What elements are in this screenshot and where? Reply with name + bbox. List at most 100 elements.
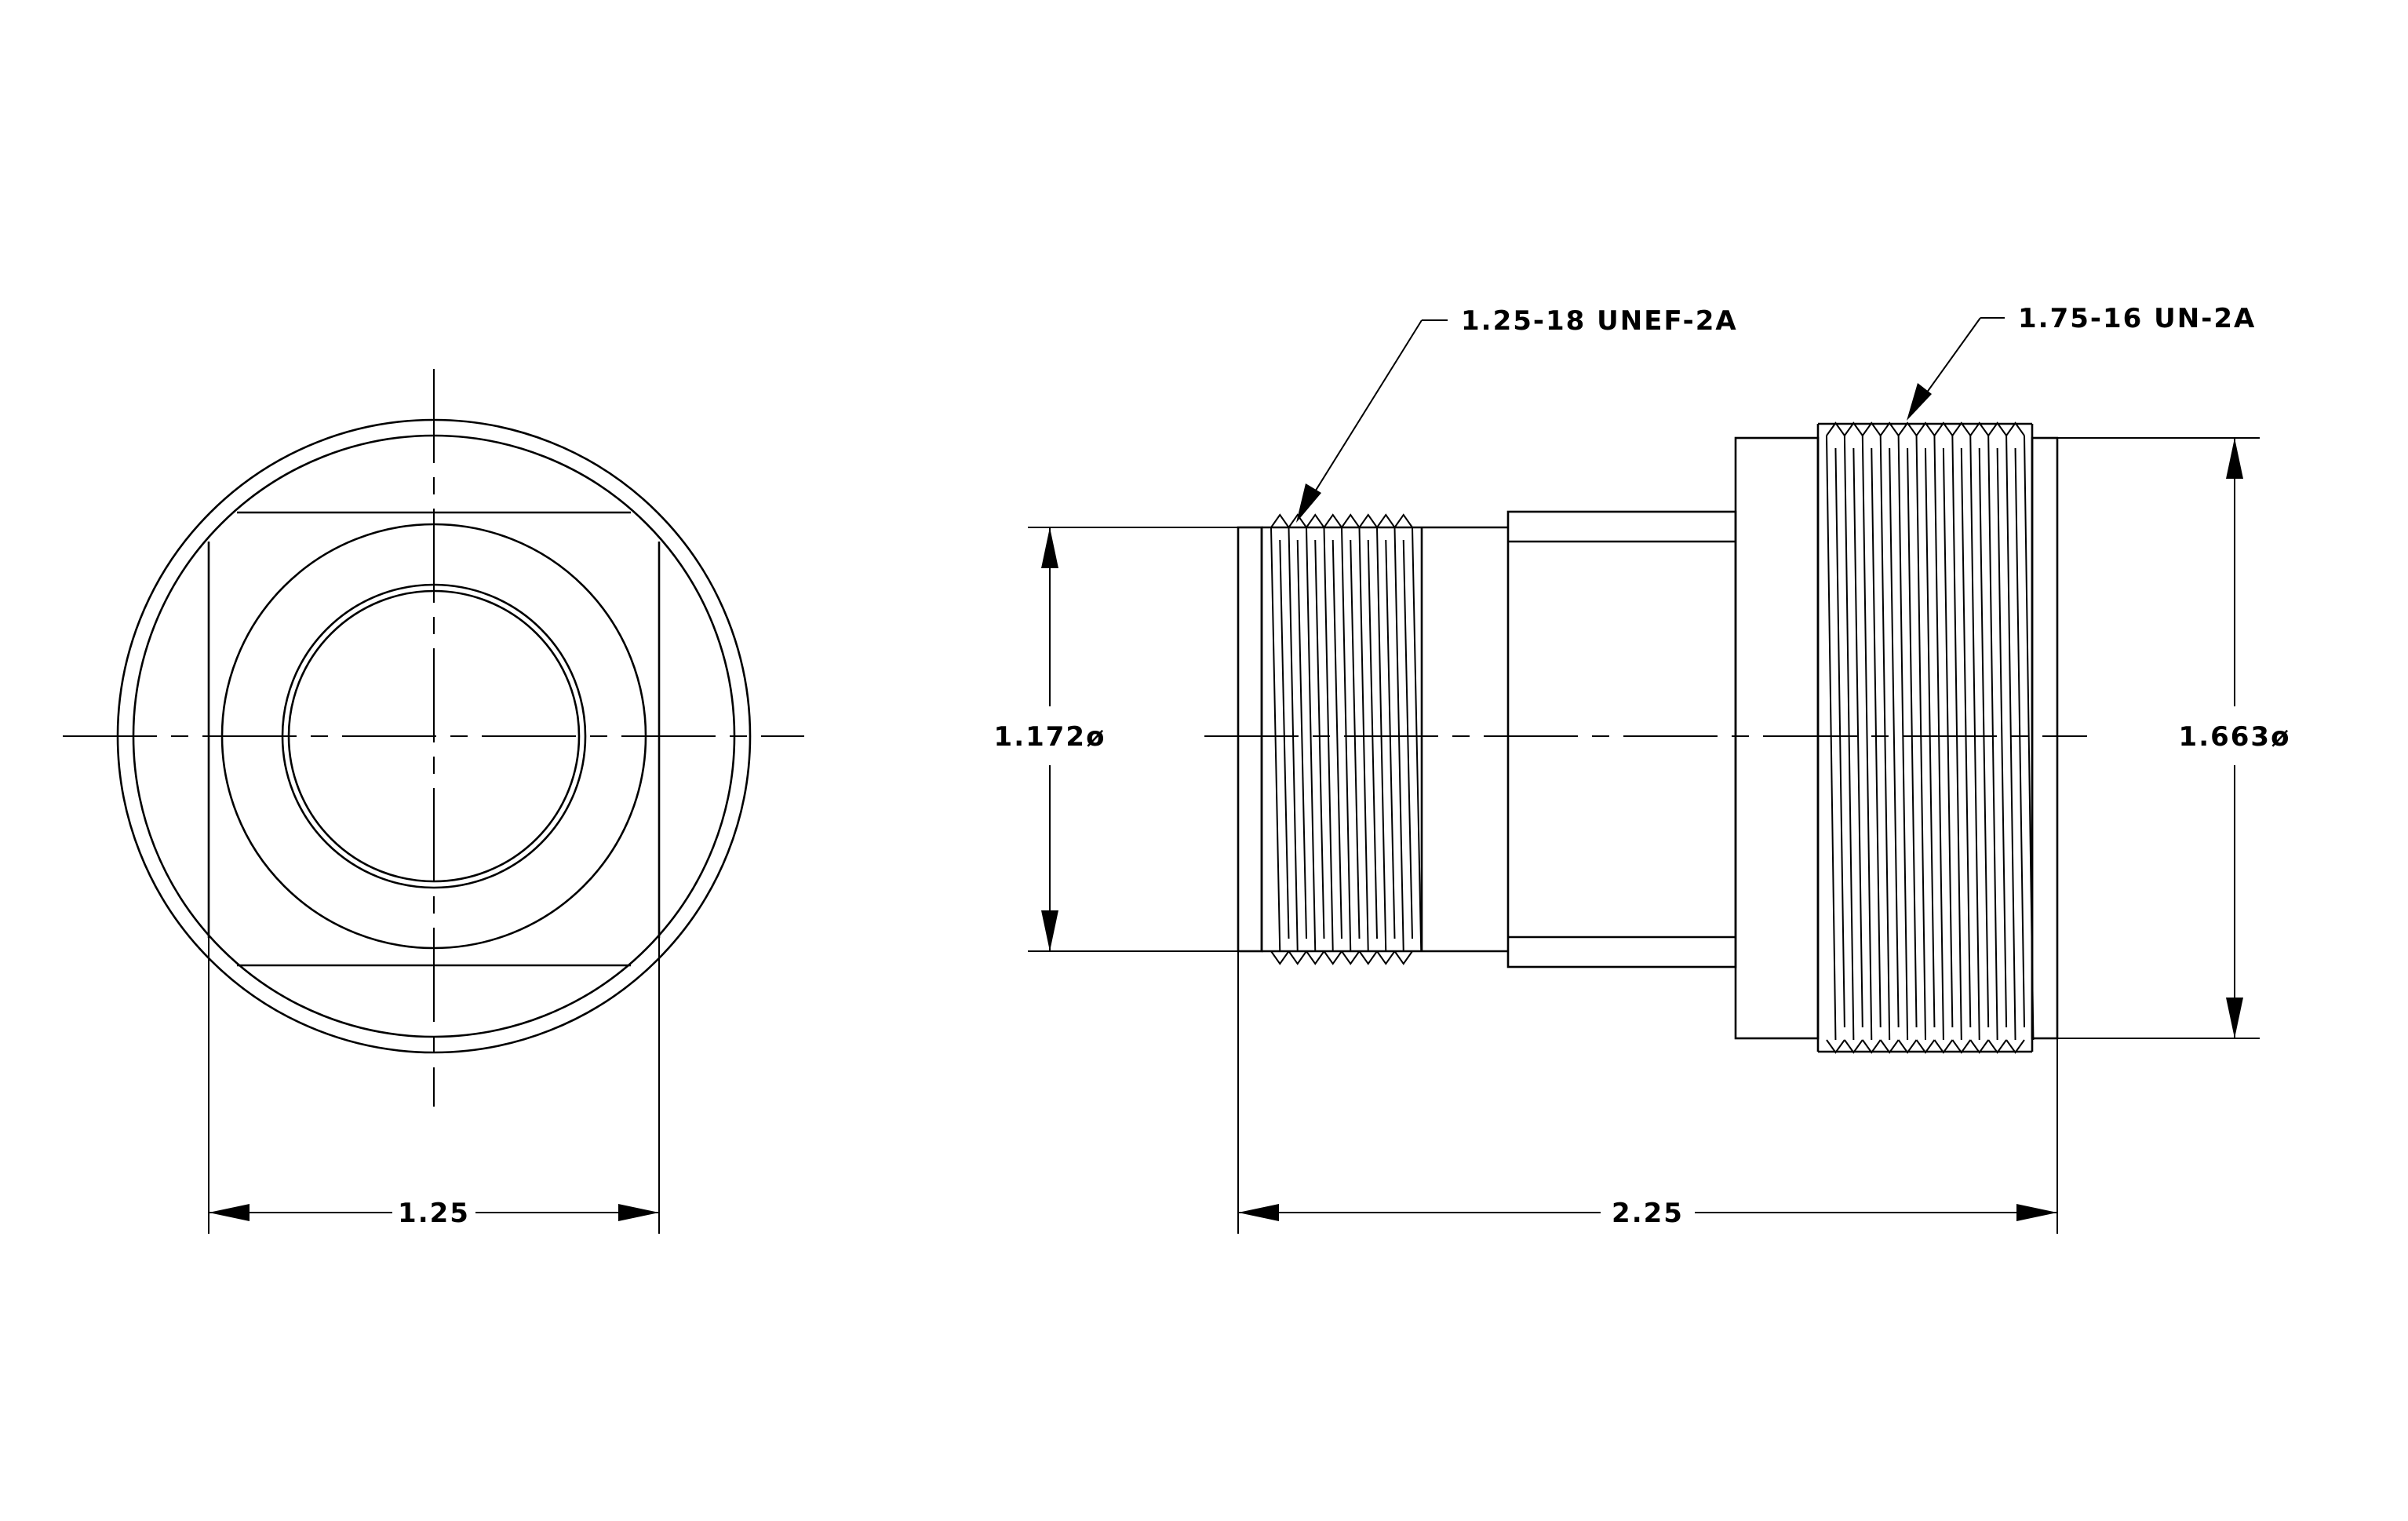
thread-crest-line xyxy=(1270,527,1281,952)
thread-tooth-top xyxy=(1826,421,1845,436)
front-view: 1.25 xyxy=(63,369,804,1234)
thread-tooth-top xyxy=(1270,513,1290,528)
thread-tooth-top xyxy=(1844,421,1863,436)
thread-root-line xyxy=(1314,539,1325,939)
bore-shoulder-circle xyxy=(220,523,647,950)
thread-tooth-top xyxy=(1951,421,1972,436)
thread-tooth-bottom xyxy=(1358,950,1378,965)
thread-crest-line xyxy=(1879,435,1891,1041)
thread-root-line xyxy=(1889,447,1900,1028)
thread-root-line xyxy=(1367,539,1378,939)
thread-crest-line xyxy=(1393,527,1404,952)
thread-root-line xyxy=(1871,447,1882,1028)
thread-tooth-top xyxy=(1341,513,1361,528)
thread-crest-line xyxy=(1323,527,1334,952)
bore-outer-circle xyxy=(281,583,587,889)
thread-root-line xyxy=(1907,447,1918,1028)
small-end-flange xyxy=(1237,526,1263,953)
thread-crest-line xyxy=(1358,527,1369,952)
thread-tooth-top xyxy=(1862,421,1882,436)
thread-crest-line xyxy=(1897,435,1909,1041)
small-thread-leader-arrow xyxy=(1296,483,1321,523)
outer-circle xyxy=(116,418,752,1054)
thread-crest-line xyxy=(1306,527,1317,952)
large-end-face xyxy=(2031,436,2059,1040)
thread-tooth-bottom xyxy=(1288,950,1307,965)
thread-tooth-bottom xyxy=(1987,1039,2007,1054)
body-shank xyxy=(1506,510,1737,968)
thread-tooth-bottom xyxy=(1341,950,1361,965)
thread-tooth-top xyxy=(1393,513,1413,528)
thread-tooth-top xyxy=(1897,421,1918,436)
small-diameter-dimension: 1.172ø xyxy=(994,721,1106,753)
thread-crest-line xyxy=(1951,435,1962,1041)
thread-crest-line xyxy=(1987,435,1998,1041)
thread-crest-line xyxy=(2005,435,2016,1041)
thread-tooth-bottom xyxy=(1306,950,1325,965)
thread-root-line xyxy=(1296,539,1307,939)
front-width-dimension: 1.25 xyxy=(398,1198,470,1229)
thread-tooth-top xyxy=(1358,513,1378,528)
thread-root-line xyxy=(1978,447,1990,1028)
thread-root-line xyxy=(1834,447,1845,1028)
thread-tooth-top xyxy=(2005,421,2025,436)
large-dia-arrow-top xyxy=(2226,438,2243,479)
thread-tooth-top xyxy=(1987,421,2007,436)
thread-tooth-bottom xyxy=(1393,950,1413,965)
outer-circle-inner-edge xyxy=(132,434,736,1038)
side-view: 1.172ø 1.663ø 2.25 1.25-18 UNEF-2A 1.75-… xyxy=(994,303,2291,1234)
front-dim-arrow-left xyxy=(209,1204,250,1221)
thread-crest-line xyxy=(1288,527,1299,952)
large-dia-arrow-bottom xyxy=(2226,998,2243,1038)
thread-tooth-bottom xyxy=(2005,1039,2025,1054)
small-thread-callout: 1.25-18 UNEF-2A xyxy=(1461,305,1738,337)
thread-tooth-bottom xyxy=(1270,950,1290,965)
small-dia-arrow-bottom xyxy=(1041,910,1058,951)
thread-tooth-top xyxy=(1915,421,1936,436)
thread-tooth-top xyxy=(1323,513,1342,528)
thread-tooth-bottom xyxy=(1969,1039,1989,1054)
large-diameter-dimension: 1.663ø xyxy=(2179,721,2291,753)
thread-tooth-bottom xyxy=(1862,1039,1882,1054)
thread-crest-line xyxy=(1376,527,1387,952)
bore-inner-circle xyxy=(287,589,581,883)
thread-crest-line xyxy=(1915,435,1926,1041)
thread-tooth-bottom xyxy=(1323,950,1342,965)
thread-tooth-top xyxy=(1376,513,1396,528)
thread-root-line xyxy=(1852,447,1863,1028)
front-dim-arrow-right xyxy=(618,1204,659,1221)
thread-root-line xyxy=(1402,539,1413,939)
thread-crest-line xyxy=(1861,435,1873,1041)
thread-crest-line xyxy=(1843,435,1855,1041)
thread-tooth-top xyxy=(1933,421,1954,436)
large-thread-callout: 1.75-16 UN-2A xyxy=(2018,303,2256,334)
thread-root-line xyxy=(1942,447,1954,1028)
thread-root-line xyxy=(1350,539,1361,939)
length-arrow-left xyxy=(1238,1204,1279,1221)
thread-tooth-top xyxy=(1879,421,1900,436)
small-thread-leader-diagonal xyxy=(1302,319,1423,512)
thread-tooth-bottom xyxy=(1951,1039,1972,1054)
thread-crest-line xyxy=(1969,435,1980,1041)
large-thread-leader-arrow xyxy=(1907,383,1932,421)
thread-crest-line xyxy=(1412,527,1423,952)
thread-root-line xyxy=(2014,447,2025,1028)
thread-root-line xyxy=(1385,539,1396,939)
thread-root-line xyxy=(1332,539,1342,939)
thread-tooth-top xyxy=(1306,513,1325,528)
thread-root-line xyxy=(1925,447,1936,1028)
thread-root-line xyxy=(1996,447,2008,1028)
thread-tooth-bottom xyxy=(1879,1039,1900,1054)
thread-crest-line xyxy=(1933,435,1944,1041)
thread-root-line xyxy=(1960,447,1972,1028)
thread-tooth-bottom xyxy=(1933,1039,1954,1054)
thread-crest-line xyxy=(1826,435,1837,1041)
thread-tooth-top xyxy=(1969,421,1989,436)
small-thread-lines xyxy=(1270,513,1423,965)
thread-tooth-bottom xyxy=(1897,1039,1918,1054)
thread-tooth-bottom xyxy=(1826,1039,1845,1054)
length-arrow-right xyxy=(2016,1204,2057,1221)
thread-tooth-bottom xyxy=(1844,1039,1863,1054)
large-thread-lines xyxy=(1826,421,2035,1054)
